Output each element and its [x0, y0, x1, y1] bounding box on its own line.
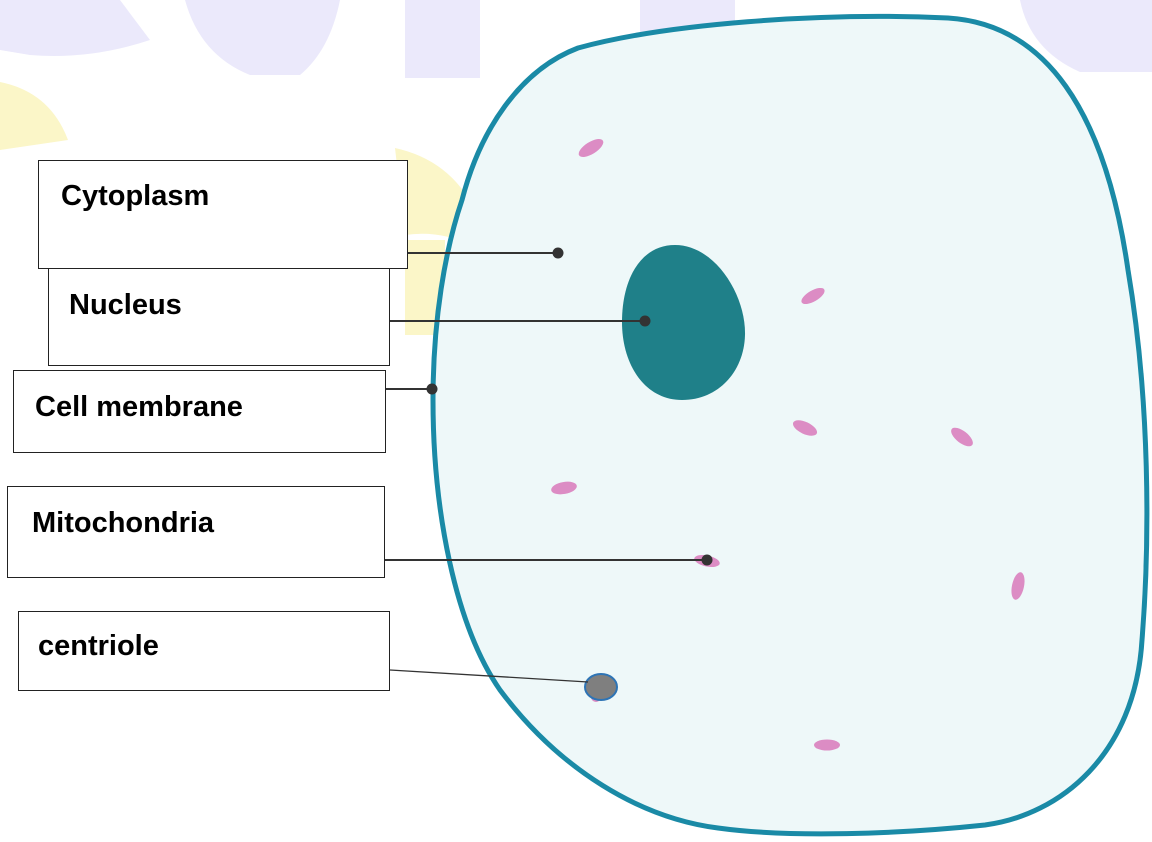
label-box-mitochondria: Mitochondria [7, 486, 385, 578]
watermark-shape [185, 0, 340, 75]
mitochondrion [814, 740, 840, 751]
cell-membrane-outline [433, 16, 1147, 833]
pointer-dot-nucleus [640, 316, 651, 327]
label-box-cell-membrane: Cell membrane [13, 370, 386, 453]
pointer-dot-mitochondria [702, 555, 713, 566]
watermark-shape [0, 0, 150, 56]
watermark-shape [0, 82, 68, 150]
label-centriole: centriole [38, 630, 159, 663]
label-cytoplasm: Cytoplasm [61, 180, 209, 213]
label-box-cytoplasm: Cytoplasm [38, 160, 408, 269]
label-box-nucleus: Nucleus [48, 268, 390, 366]
label-nucleus: Nucleus [69, 289, 182, 322]
watermark-shape [405, 0, 480, 78]
label-mitochondria: Mitochondria [32, 507, 214, 540]
label-cell-membrane: Cell membrane [35, 391, 243, 424]
label-box-centriole: centriole [18, 611, 390, 691]
pointer-dot-cell-membrane [427, 384, 438, 395]
pointer-dot-cytoplasm [553, 248, 564, 259]
centriole-shape [585, 674, 617, 700]
